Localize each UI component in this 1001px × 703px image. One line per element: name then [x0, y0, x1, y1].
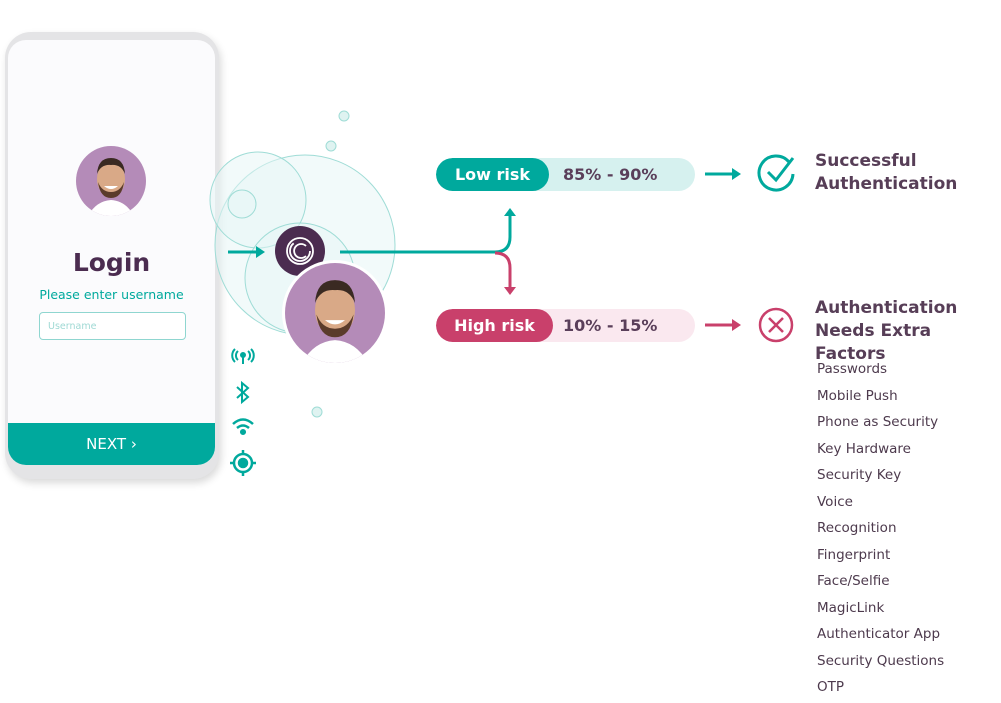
- factor-item: Authenticator App: [817, 626, 941, 642]
- location-target-icon: [230, 450, 256, 476]
- chevron-right-icon: ›: [130, 435, 137, 453]
- success-line-2: Authentication: [815, 174, 958, 194]
- dot: [311, 406, 323, 418]
- low-risk-range: 85% - 90%: [563, 165, 658, 184]
- high-risk-pill: High risk 10% - 15%: [436, 309, 695, 342]
- factor-item: Face/Selfie: [817, 573, 890, 589]
- factor-item: Passwords: [817, 361, 888, 377]
- factor-item: Recognition: [817, 520, 897, 536]
- antenna-icon: [231, 348, 255, 364]
- high-risk-label: High risk: [436, 309, 553, 342]
- factor-item: Security Questions: [817, 652, 945, 669]
- factor-item: Security Key: [817, 467, 902, 483]
- login-title: Login: [72, 248, 151, 277]
- phone-screen: [8, 40, 215, 465]
- check-circle-icon: [757, 154, 795, 192]
- login-subtitle: Please enter username: [39, 287, 184, 302]
- factor-item: OTP: [817, 679, 845, 695]
- user-avatar-large: [285, 263, 385, 363]
- dot: [325, 140, 337, 152]
- x-circle-icon: [758, 307, 794, 343]
- factor-item: Fingerprint: [817, 546, 891, 563]
- low-risk-label: Low risk: [436, 158, 549, 191]
- high-risk-range: 10% - 15%: [563, 316, 658, 335]
- factor-item: Phone as Security: [817, 414, 939, 430]
- next-label: NEXT: [86, 435, 127, 453]
- signal-ring: [227, 189, 257, 219]
- user-avatar: [76, 146, 146, 216]
- extra-line-1: Authentication: [815, 298, 958, 318]
- factor-item: Mobile Push: [817, 387, 898, 404]
- factor-item: Key Hardware: [817, 440, 911, 457]
- username-input[interactable]: Username: [39, 312, 186, 340]
- wifi-icon: [232, 418, 254, 436]
- factor-list: Passwords Mobile Push Phone as Security …: [817, 358, 944, 703]
- success-line-1: Successful: [815, 151, 917, 171]
- factor-item: Voice: [817, 493, 853, 510]
- input-arrow: [228, 246, 265, 258]
- next-button[interactable]: NEXT ›: [8, 423, 215, 465]
- low-risk-pill: Low risk 85% - 90%: [436, 158, 695, 191]
- dot: [338, 110, 350, 122]
- arrow-to-extra: [705, 319, 741, 331]
- bluetooth-icon: [236, 380, 250, 405]
- factor-item: MagicLink: [817, 599, 885, 616]
- arrow-to-success: [705, 168, 741, 180]
- extra-line-2: Needs Extra Factors: [815, 321, 932, 364]
- fingerprint-icon: [275, 226, 325, 276]
- high-risk-path: [494, 251, 512, 288]
